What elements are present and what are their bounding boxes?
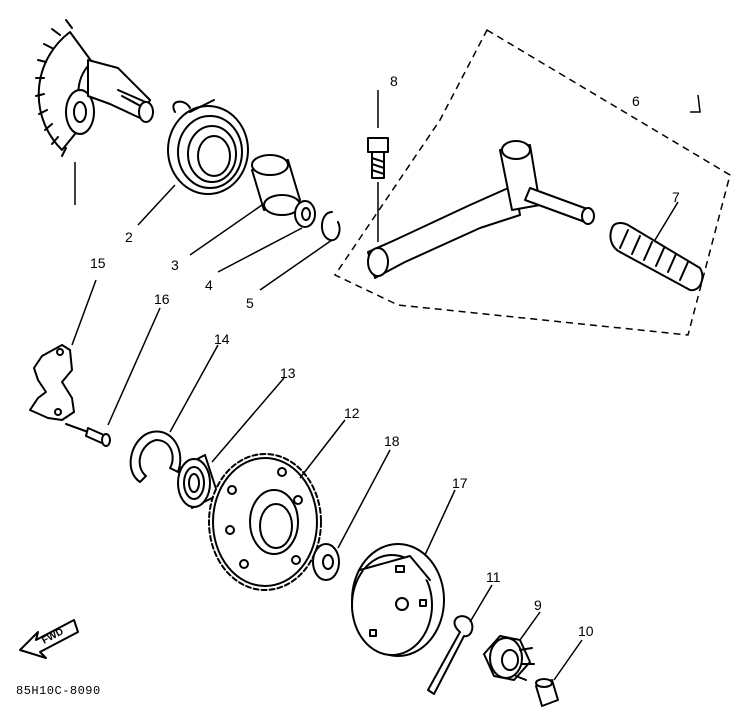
part-8-crank-bolt bbox=[367, 90, 389, 242]
part-1-kick-axle bbox=[35, 19, 154, 205]
part-17-clutch-housing bbox=[351, 489, 456, 657]
label-12: 12 bbox=[344, 405, 360, 421]
part-5-circlip bbox=[259, 211, 341, 291]
label-2: 2 bbox=[125, 229, 133, 245]
part-4-washer bbox=[217, 200, 316, 273]
part-7-kick-pedal-rubber bbox=[609, 201, 704, 292]
label-4: 4 bbox=[205, 277, 213, 293]
part-11-clip bbox=[427, 584, 493, 695]
label-11: 11 bbox=[486, 569, 501, 585]
label-15: 15 bbox=[90, 255, 106, 271]
part-2-torsion-spring bbox=[137, 99, 249, 226]
fwd-arrow-icon: FWD bbox=[19, 619, 79, 659]
label-9: 9 bbox=[534, 597, 542, 613]
label-5: 5 bbox=[246, 295, 254, 311]
label-17: 17 bbox=[452, 475, 468, 491]
label-10: 10 bbox=[578, 623, 594, 639]
label-7: 7 bbox=[672, 189, 680, 205]
label-3: 3 bbox=[171, 257, 179, 273]
part-9-pinion-gear bbox=[483, 611, 541, 681]
label-16: 16 bbox=[154, 291, 170, 307]
part-14-circlip-large bbox=[129, 344, 219, 483]
part-10-pinion-collar bbox=[535, 639, 583, 707]
part-6-kick-crank-assembly bbox=[333, 28, 731, 336]
part-16-screw bbox=[65, 307, 161, 447]
label-18: 18 bbox=[384, 433, 400, 449]
part-number-labels: 2 3 4 5 6 7 8 9 10 11 12 13 14 15 16 17 … bbox=[90, 73, 680, 639]
label-13: 13 bbox=[280, 365, 296, 381]
drawing-code: 85H10C-8090 bbox=[16, 684, 101, 698]
part-13-bearing bbox=[177, 377, 285, 509]
part-15-stopper-plate bbox=[29, 279, 97, 421]
part-3-spacer bbox=[189, 154, 301, 256]
part-18-thrust-washer bbox=[312, 449, 391, 581]
part-12-idle-gear bbox=[208, 419, 346, 591]
label-8: 8 bbox=[390, 73, 398, 89]
label-14: 14 bbox=[214, 331, 230, 347]
label-6: 6 bbox=[632, 93, 640, 109]
